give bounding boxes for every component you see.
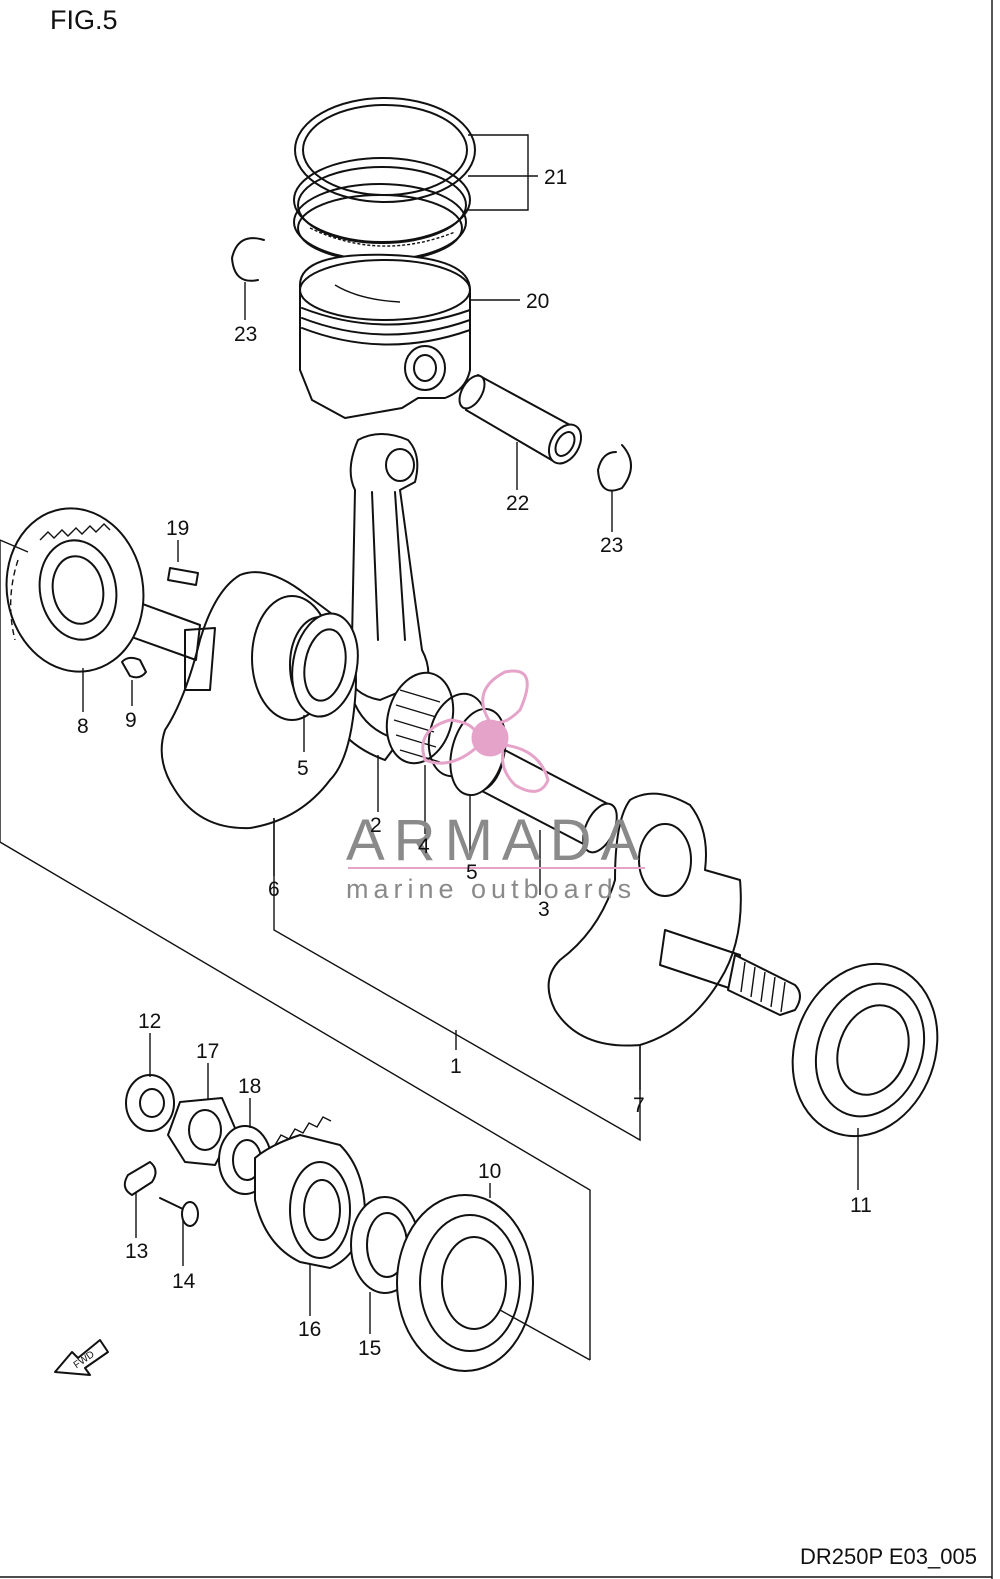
nut-12 [125, 1074, 175, 1132]
gear-16 [254, 1116, 366, 1269]
circlip-right [597, 444, 632, 492]
part-label-12: 12 [138, 1010, 161, 1033]
part-label-11: 11 [850, 1194, 872, 1217]
part-label-7: 7 [633, 1094, 645, 1117]
part-label-23b: 23 [600, 534, 623, 557]
fwd-arrow-icon: FWD [54, 1339, 109, 1376]
figure-title: FIG.5 [50, 5, 118, 35]
piston [299, 253, 471, 419]
part-label-6: 6 [268, 878, 280, 901]
part-label-15: 15 [358, 1337, 381, 1360]
part-label-22: 22 [506, 492, 529, 515]
part-label-5a: 5 [297, 757, 309, 780]
part-label-1: 1 [450, 1055, 462, 1078]
part-label-4: 4 [418, 835, 430, 858]
part-label-5b: 5 [466, 861, 478, 884]
part-label-3: 3 [538, 898, 550, 921]
circlip-left [231, 237, 265, 282]
part-label-20: 20 [526, 290, 549, 313]
nut-17 [167, 1097, 236, 1166]
drawing-code: DR250P E03_005 [800, 1544, 977, 1569]
piston-pin [458, 374, 583, 465]
watermark-tagline: marine outboards [346, 874, 636, 904]
bearing-10 [396, 1194, 534, 1372]
part-labels: 1 2 3 4 5 5 6 7 8 9 10 11 12 13 14 15 16… [77, 166, 872, 1360]
screw-14 [159, 1197, 199, 1227]
part-label-2: 2 [370, 814, 382, 837]
watermark-brand: ARMADA [346, 808, 648, 873]
piston-rings [293, 97, 476, 262]
part-label-9: 9 [125, 709, 137, 732]
part-label-17: 17 [196, 1040, 219, 1063]
primary-gear-left [5, 507, 145, 673]
part-label-14: 14 [172, 1270, 196, 1293]
part-label-18: 18 [238, 1075, 261, 1098]
armada-watermark: ARMADA marine outboards [346, 669, 648, 904]
part-label-8: 8 [77, 715, 89, 738]
lock-plate [123, 1161, 157, 1196]
assembly-bracket-lines [0, 134, 859, 1361]
crankshaft-right [547, 792, 801, 1047]
dowel-pin [121, 656, 147, 679]
part-label-16: 16 [298, 1318, 321, 1341]
part-label-21: 21 [544, 166, 567, 189]
part-label-23a: 23 [234, 323, 257, 346]
part-label-13: 13 [125, 1240, 148, 1263]
woodruff-key [167, 567, 199, 586]
bearing-right [791, 962, 939, 1138]
armada-logo-icon [421, 669, 550, 793]
part-label-10: 10 [478, 1160, 501, 1183]
part-label-19: 19 [166, 517, 189, 540]
